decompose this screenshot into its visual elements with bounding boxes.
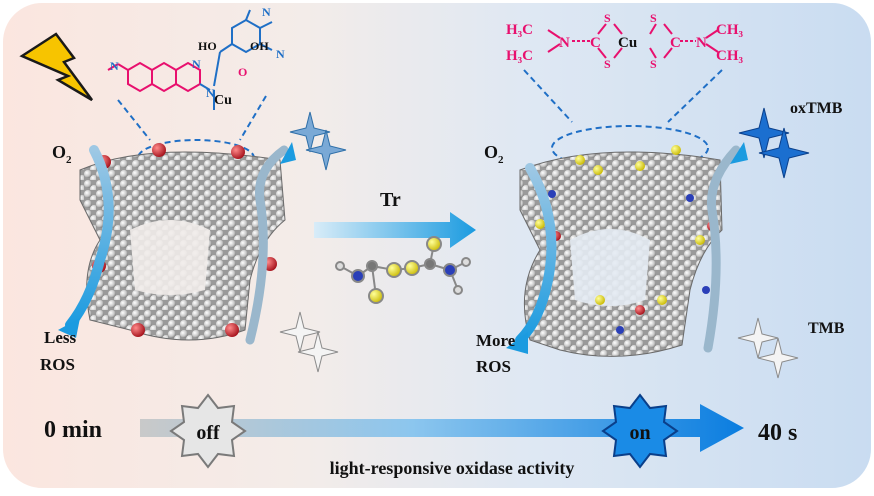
left-ligand-n2: N [192, 57, 201, 71]
right-h3c-top: H₃C [506, 22, 533, 38]
lightning-icon [19, 32, 94, 102]
timeline-caption: light-responsive oxidase activity [330, 458, 575, 478]
left-ligand-oh: OH [250, 39, 269, 53]
on-badge[interactable]: on [601, 393, 679, 469]
left-o2-flow-arrow [58, 142, 296, 345]
right-more-label: More [476, 331, 516, 350]
tr-label: Tr [380, 189, 401, 211]
right-h3c-bottom: H₃C [506, 48, 533, 64]
right-c-right: C [670, 35, 681, 51]
right-oxtmb-sparkle-icon [738, 107, 810, 179]
left-ros-label: ROS [40, 355, 75, 374]
timeline-arrow [140, 404, 744, 452]
right-s-2: S [604, 57, 611, 71]
left-ligand-o: O [238, 65, 247, 79]
left-ligand-structure [107, 9, 273, 110]
left-cu-label: Cu [214, 93, 232, 108]
oxtmb-label: oxTMB [790, 100, 843, 117]
left-oxtmb-sparkle-icon [289, 111, 347, 171]
right-ch3-top: CH₃ [716, 22, 744, 38]
left-o2-label: O2 [52, 142, 72, 166]
right-c-left: C [590, 35, 601, 51]
on-label: on [629, 422, 650, 444]
tmb-label: TMB [808, 320, 845, 337]
right-n-left: N [559, 35, 570, 51]
left-ligand-n1: N [110, 59, 119, 73]
right-s-4: S [650, 57, 657, 71]
tr-reaction-arrow[interactable] [314, 212, 476, 248]
right-s-3: S [650, 11, 657, 25]
right-ch3-bottom: CH₃ [716, 48, 744, 64]
right-n-right: N [696, 35, 707, 51]
left-ligand-n4: N [262, 5, 271, 19]
right-complex-structure [547, 23, 719, 59]
right-cu-label: Cu [618, 35, 637, 51]
left-ligand-ho: HO [198, 39, 217, 53]
left-ligand-n3: N [206, 86, 215, 100]
right-s-1: S [604, 11, 611, 25]
right-o2-label: O2 [484, 142, 504, 166]
left-tmb-sparkle-icon [279, 311, 339, 373]
off-badge[interactable]: off [169, 393, 247, 469]
left-framework [79, 143, 286, 341]
right-framework [519, 145, 723, 357]
right-ros-label: ROS [476, 357, 511, 376]
off-label: off [196, 422, 220, 444]
left-less-label: Less [44, 328, 77, 347]
timeline-end-label: 40 s [758, 420, 797, 446]
left-ligand-n5: N [276, 47, 285, 61]
timeline-start-label: 0 min [44, 417, 102, 443]
right-tmb-sparkle-icon [737, 317, 799, 379]
tr-molecule [335, 236, 471, 304]
right-o2-flow-arrow [506, 142, 748, 354]
